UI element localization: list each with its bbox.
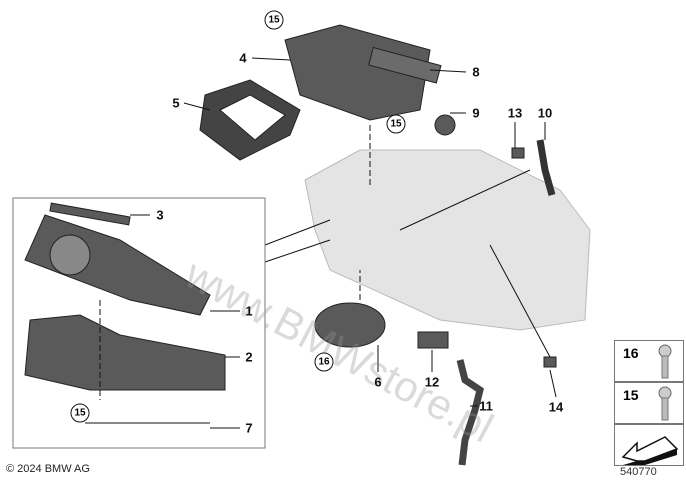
- callout-13: 13: [507, 105, 523, 121]
- part-6: [314, 302, 386, 348]
- callout-3: 3: [156, 207, 164, 223]
- callout-6: 6: [374, 374, 382, 390]
- part-12: [417, 331, 449, 349]
- callout-9: 9: [472, 105, 480, 121]
- part-2: [24, 314, 226, 391]
- arrow-icon: [621, 436, 679, 465]
- callout-15-mid: 15: [386, 114, 406, 134]
- callout-7: 7: [245, 420, 253, 436]
- part-4: [284, 24, 431, 121]
- callout-4: 4: [239, 50, 247, 66]
- callout-16: 16: [314, 352, 334, 372]
- callout-1: 1: [245, 303, 253, 319]
- part-9: [434, 114, 456, 136]
- part-10: [536, 139, 556, 196]
- callout-15-top: 15: [264, 10, 284, 30]
- part-14: [543, 356, 557, 368]
- part-11: [456, 359, 484, 466]
- legend-label: 16: [623, 345, 639, 361]
- inset-frame: [12, 197, 266, 449]
- legend-label: 15: [623, 387, 639, 403]
- part-8: [368, 46, 442, 84]
- callout-2: 2: [245, 349, 253, 365]
- part-3: [49, 202, 131, 226]
- callout-15-left: 15: [70, 403, 90, 423]
- hvac-housing: [304, 149, 591, 331]
- part-13: [511, 147, 525, 159]
- leader-lines: [85, 57, 557, 429]
- legend-screw-15: 15: [614, 382, 684, 424]
- callout-11: 11: [479, 398, 493, 414]
- diagram-number: 540770: [620, 466, 657, 478]
- callout-8: 8: [472, 64, 480, 80]
- callout-12: 12: [424, 374, 440, 390]
- copyright: © 2024 BMW AG: [6, 463, 90, 475]
- callout-10: 10: [537, 105, 553, 121]
- legend-arrow-box: [614, 424, 684, 466]
- legend-screw-16: 16: [614, 340, 684, 382]
- parts: [24, 24, 557, 466]
- callout-5: 5: [172, 95, 180, 111]
- callout-14: 14: [548, 399, 564, 415]
